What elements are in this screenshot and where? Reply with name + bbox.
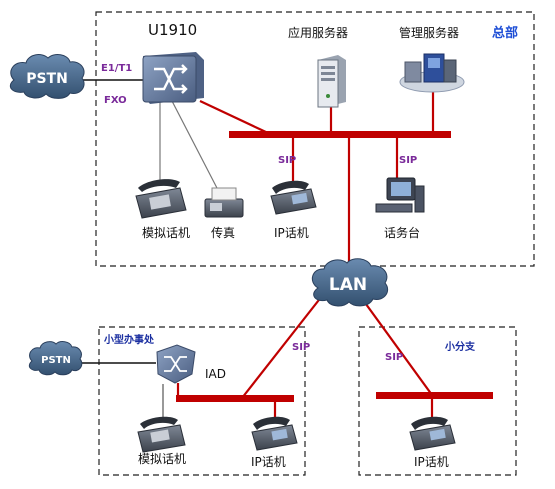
iad-label: IAD bbox=[205, 367, 226, 381]
ip-phone-office-icon bbox=[251, 416, 298, 451]
app-server-label: 应用服务器 bbox=[288, 25, 348, 40]
small-branch-label: 小分支 bbox=[444, 340, 476, 353]
attendant-console-icon bbox=[375, 177, 425, 213]
ip-phone-branch-icon bbox=[409, 416, 456, 451]
sip-branch-label: SIP bbox=[385, 352, 403, 363]
lan-branch-link bbox=[362, 299, 433, 396]
mgmt-server-label: 管理服务器 bbox=[399, 25, 459, 40]
small-branch-bus bbox=[376, 392, 493, 399]
u1910-label: U1910 bbox=[148, 21, 197, 39]
fax-label: 传真 bbox=[211, 225, 235, 240]
lan-office-link bbox=[241, 295, 323, 399]
iad-arrows-icon bbox=[164, 356, 187, 372]
app-server-icon bbox=[317, 55, 346, 108]
e1t1-label: E1/T1 bbox=[101, 63, 132, 74]
headquarters-label: 总部 bbox=[492, 25, 518, 41]
fxo-label: FXO bbox=[104, 95, 127, 106]
small-office-bus bbox=[176, 395, 294, 402]
small-branch-region bbox=[358, 326, 517, 476]
mgmt-server-icon bbox=[399, 53, 465, 93]
lan-cloud: LAN bbox=[311, 258, 389, 307]
small-office-region bbox=[98, 326, 306, 476]
analog-phone-office-label: 模拟话机 bbox=[138, 452, 186, 466]
iad-device bbox=[156, 344, 196, 384]
ip-phone-branch-label: IP话机 bbox=[414, 455, 449, 469]
pstn-office-cloud: PSTN bbox=[28, 341, 83, 376]
ip-phone-hq-icon bbox=[270, 180, 317, 215]
attendant-console-label: 话务台 bbox=[384, 225, 420, 240]
u1910-device bbox=[142, 52, 204, 104]
analog-phone-hq-label: 模拟话机 bbox=[142, 226, 190, 240]
analog-phone-hq-icon bbox=[135, 179, 187, 219]
sip-ip-phone-hq-label: SIP bbox=[278, 155, 296, 166]
pstn-hq-label: PSTN bbox=[26, 71, 68, 87]
sip-console-label: SIP bbox=[399, 155, 417, 166]
analog-phone-office-icon bbox=[137, 416, 186, 453]
headquarters-region bbox=[95, 11, 535, 267]
u1910-bus-link bbox=[199, 100, 269, 134]
fax-link bbox=[171, 100, 219, 191]
fax-icon bbox=[204, 187, 244, 218]
small-office-label: 小型办事处 bbox=[103, 333, 155, 346]
ip-phone-office-label: IP话机 bbox=[251, 455, 286, 469]
hq-bus bbox=[229, 131, 451, 138]
lan-label: LAN bbox=[329, 275, 367, 295]
pstn-hq-cloud: PSTN bbox=[9, 54, 85, 99]
switch-arrows-icon bbox=[154, 64, 188, 94]
ip-phone-hq-label: IP话机 bbox=[274, 226, 309, 240]
sip-office-label: SIP bbox=[292, 342, 310, 353]
pstn-office-label: PSTN bbox=[41, 355, 71, 366]
